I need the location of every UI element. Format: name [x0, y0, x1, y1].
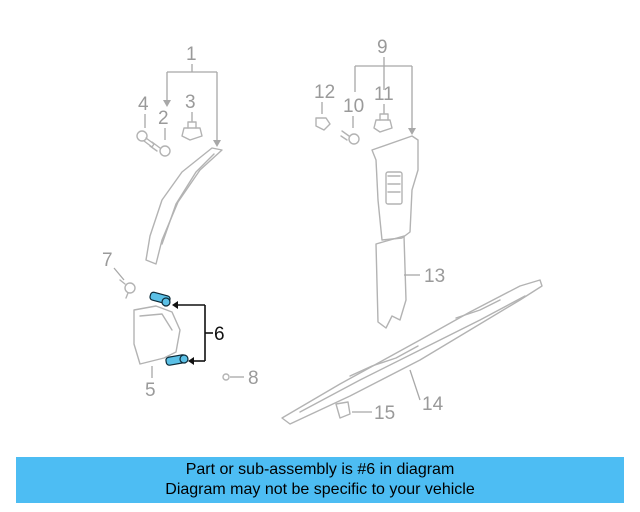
callout-2: 2 [158, 108, 169, 129]
callout-6: 6 [214, 324, 225, 345]
callout-8: 8 [248, 368, 259, 389]
callout-9-leader [354, 57, 416, 135]
info-banner: Part or sub-assembly is #6 in diagram Di… [16, 457, 624, 503]
screw-2 [149, 141, 171, 157]
banner-line-1: Part or sub-assembly is #6 in diagram [185, 461, 455, 478]
callout-14: 14 [422, 394, 444, 415]
clip-6-upper [149, 291, 171, 307]
callout-13: 13 [424, 266, 445, 287]
clip-8 [222, 373, 230, 381]
clip-15 [335, 401, 351, 419]
callout-3: 3 [185, 92, 196, 113]
callout-1-leader [163, 64, 221, 147]
clip-11 [373, 113, 393, 133]
screw-10 [340, 130, 360, 145]
fastener-4 [136, 130, 155, 148]
parts-diagram: 1 4 2 3 7 [102, 37, 543, 425]
callout-7-leader [113, 267, 125, 281]
callout-9: 9 [377, 37, 388, 58]
kick-panel [133, 305, 181, 365]
callout-11: 11 [374, 84, 394, 105]
callout-14-leader [409, 369, 421, 401]
callout-5: 5 [145, 380, 156, 401]
callout-10: 10 [343, 96, 364, 117]
b-pillar-lower-trim [375, 235, 407, 329]
b-pillar-upper-trim [371, 135, 419, 241]
callout-6-bracket [172, 301, 213, 365]
clip-6-lower [165, 354, 189, 366]
callout-1: 1 [186, 44, 197, 65]
a-pillar-trim [145, 147, 223, 265]
clip-7 [119, 279, 136, 299]
clip-3 [181, 121, 203, 141]
callout-12: 12 [314, 82, 335, 103]
callout-7: 7 [102, 250, 113, 271]
sill-scuff-plate [281, 279, 543, 425]
clip-12 [315, 117, 331, 131]
callout-4: 4 [138, 94, 149, 115]
callout-15: 15 [374, 403, 395, 424]
banner-line-2: Diagram may not be specific to your vehi… [165, 481, 475, 498]
